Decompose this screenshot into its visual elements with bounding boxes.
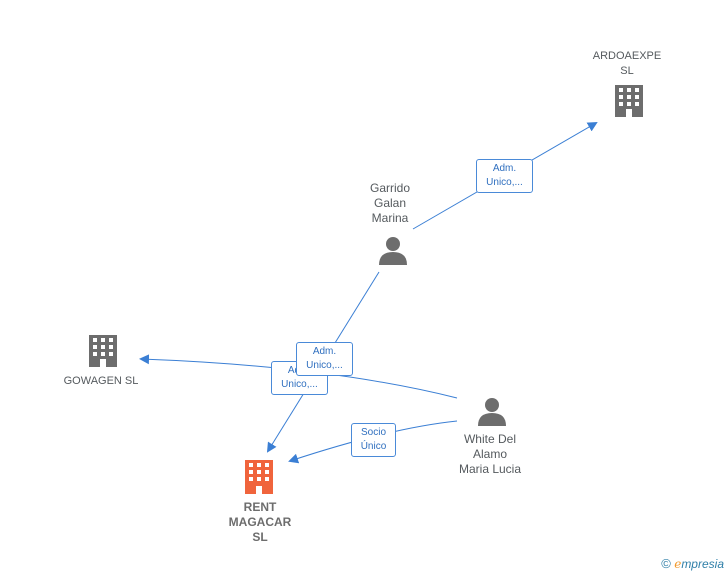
building-icon[interactable] xyxy=(615,85,643,117)
brand-name: mpresia xyxy=(681,557,724,571)
node-label-rent[interactable]: RENT MAGACAR SL xyxy=(228,500,292,544)
brand-initial: e xyxy=(674,557,682,571)
edge-label-white-rent: Socio Único xyxy=(351,423,396,457)
node-label-gowagen[interactable]: GOWAGEN SL xyxy=(63,375,139,387)
building-icon[interactable] xyxy=(245,460,273,494)
edge-label-garrido-rent: Adm. Unico,... xyxy=(296,342,353,376)
node-label-white[interactable]: White Del Alamo Maria Lucia xyxy=(458,432,522,476)
edge-label-garrido-ardoaexpe: Adm. Unico,... xyxy=(476,159,533,193)
person-icon[interactable] xyxy=(478,398,506,426)
node-label-garrido[interactable]: Garrido Galan Marina xyxy=(369,181,410,225)
copyright-symbol: © xyxy=(661,556,671,571)
brand-footer: © empresia xyxy=(661,556,724,571)
person-icon[interactable] xyxy=(379,237,407,265)
building-icon[interactable] xyxy=(89,335,117,367)
node-label-ardoaexpe[interactable]: ARDOAEXPE SL xyxy=(592,50,662,77)
